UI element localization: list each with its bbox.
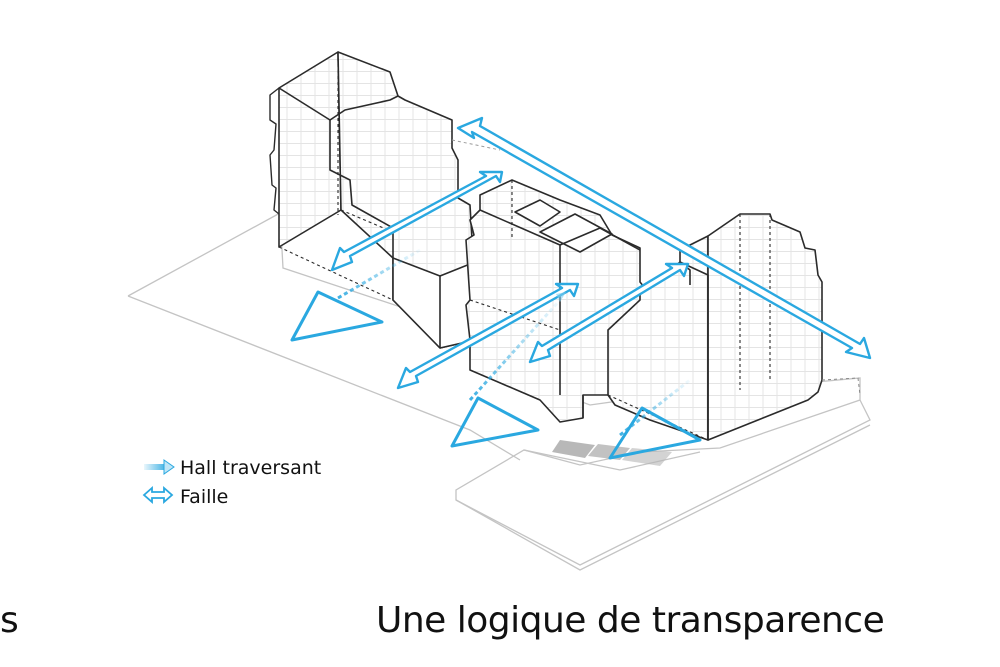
building-middle-west-facade xyxy=(465,179,649,423)
building-right xyxy=(607,213,861,441)
legend-label-hall-traversant: Hall traversant xyxy=(180,457,322,479)
entrance-triangle-right xyxy=(608,406,702,460)
hall-arrow-left xyxy=(337,248,421,300)
double-arrow-icon xyxy=(142,486,174,504)
faille-arrow-right xyxy=(528,262,690,364)
faille-arrows xyxy=(330,116,872,390)
building-right-south-facade xyxy=(707,213,823,441)
building-middle xyxy=(465,179,649,423)
caption-main: Une logique de transparence xyxy=(376,600,885,641)
legend-icons xyxy=(142,459,175,504)
caption-left-fragment: s xyxy=(0,600,19,641)
building-left xyxy=(269,51,501,349)
hall-arrow-middle xyxy=(468,298,562,402)
building-middle-roof-block-a xyxy=(514,199,561,227)
gradient-arrow-icon xyxy=(144,459,175,475)
faille-arrow-left xyxy=(330,170,504,272)
entrance-triangles xyxy=(290,290,702,460)
faille-arrow-middle xyxy=(396,282,580,390)
building-left-west-facade xyxy=(278,51,342,248)
entrance-triangle-middle xyxy=(450,396,540,448)
entrance-triangle-left xyxy=(290,290,384,342)
faille-arrow-long xyxy=(456,116,872,360)
legend-label-faille: Faille xyxy=(180,486,229,508)
